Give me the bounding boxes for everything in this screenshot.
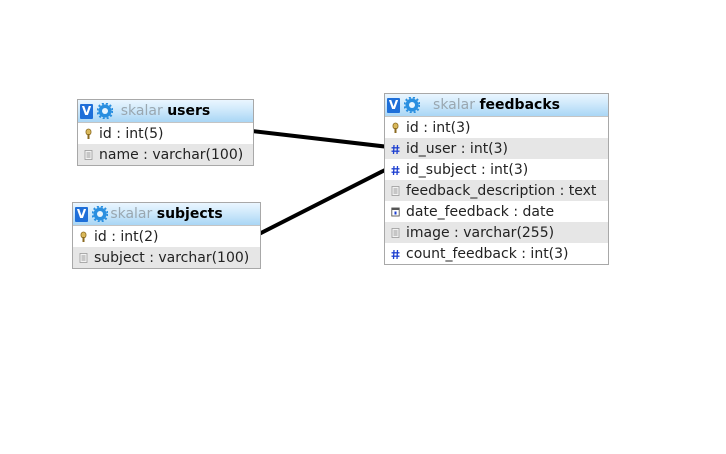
field-row[interactable]: id_subject : int(3) xyxy=(385,159,608,180)
database-name: skalar xyxy=(433,97,475,113)
field-label: id : int(2) xyxy=(94,228,159,245)
gear-icon[interactable] xyxy=(404,97,420,113)
key-icon xyxy=(85,128,92,139)
field-label: count_feedback : int(3) xyxy=(406,245,569,262)
table-subjects[interactable]: V skalar subjects id : int(2) subject : … xyxy=(72,202,261,269)
field-label: id_user : int(3) xyxy=(406,140,509,157)
key-icon xyxy=(392,122,399,133)
field-row[interactable]: name : varchar(100) xyxy=(78,144,253,165)
table-feedbacks[interactable]: V skalar feedbacks id : int(3) id_user :… xyxy=(384,93,609,265)
field-row[interactable]: date_feedback : date xyxy=(385,201,608,222)
field-row[interactable]: image : varchar(255) xyxy=(385,222,608,243)
date-field-icon xyxy=(391,207,400,216)
toggle-button[interactable]: V xyxy=(80,103,93,119)
text-field-icon xyxy=(79,252,88,263)
field-label: id : int(3) xyxy=(406,119,471,136)
table-users[interactable]: V skalar users id : int(5) name : varcha… xyxy=(77,99,254,166)
field-label: name : varchar(100) xyxy=(99,146,244,163)
field-row[interactable]: id_user : int(3) xyxy=(385,138,608,159)
table-header[interactable]: V skalar users xyxy=(78,100,253,123)
text-field-icon xyxy=(391,185,400,196)
table-header[interactable]: V skalar subjects xyxy=(73,203,260,226)
field-label: subject : varchar(100) xyxy=(94,249,250,266)
database-name: skalar xyxy=(110,206,153,222)
field-label: date_feedback : date xyxy=(406,203,555,220)
field-label: feedback_description : text xyxy=(406,182,597,199)
field-row[interactable]: subject : varchar(100) xyxy=(73,247,260,268)
field-label: image : varchar(255) xyxy=(406,224,555,241)
table-name: subjects xyxy=(156,206,223,222)
toggle-button[interactable]: V xyxy=(387,97,400,113)
field-row[interactable]: id : int(3) xyxy=(385,117,608,138)
key-icon xyxy=(80,231,87,242)
text-field-icon xyxy=(84,149,93,160)
toggle-button[interactable]: V xyxy=(75,206,88,222)
gear-icon[interactable] xyxy=(97,103,113,119)
number-field-icon xyxy=(391,249,400,259)
field-label: id_subject : int(3) xyxy=(406,161,529,178)
field-row[interactable]: feedback_description : text xyxy=(385,180,608,201)
text-field-icon xyxy=(391,227,400,238)
field-label: id : int(5) xyxy=(99,125,164,142)
field-row[interactable]: id : int(2) xyxy=(73,226,260,247)
gear-icon[interactable] xyxy=(92,206,108,222)
table-name: users xyxy=(167,103,211,119)
field-row[interactable]: id : int(5) xyxy=(78,123,253,144)
table-header[interactable]: V skalar feedbacks xyxy=(385,94,608,117)
number-field-icon xyxy=(391,165,400,175)
database-name: skalar xyxy=(120,103,163,119)
number-field-icon xyxy=(391,144,400,154)
table-name: feedbacks xyxy=(479,97,560,113)
relation-line-subjects-feedbacks xyxy=(257,166,391,236)
field-row[interactable]: count_feedback : int(3) xyxy=(385,243,608,264)
relation-line-users-feedbacks xyxy=(250,129,391,149)
